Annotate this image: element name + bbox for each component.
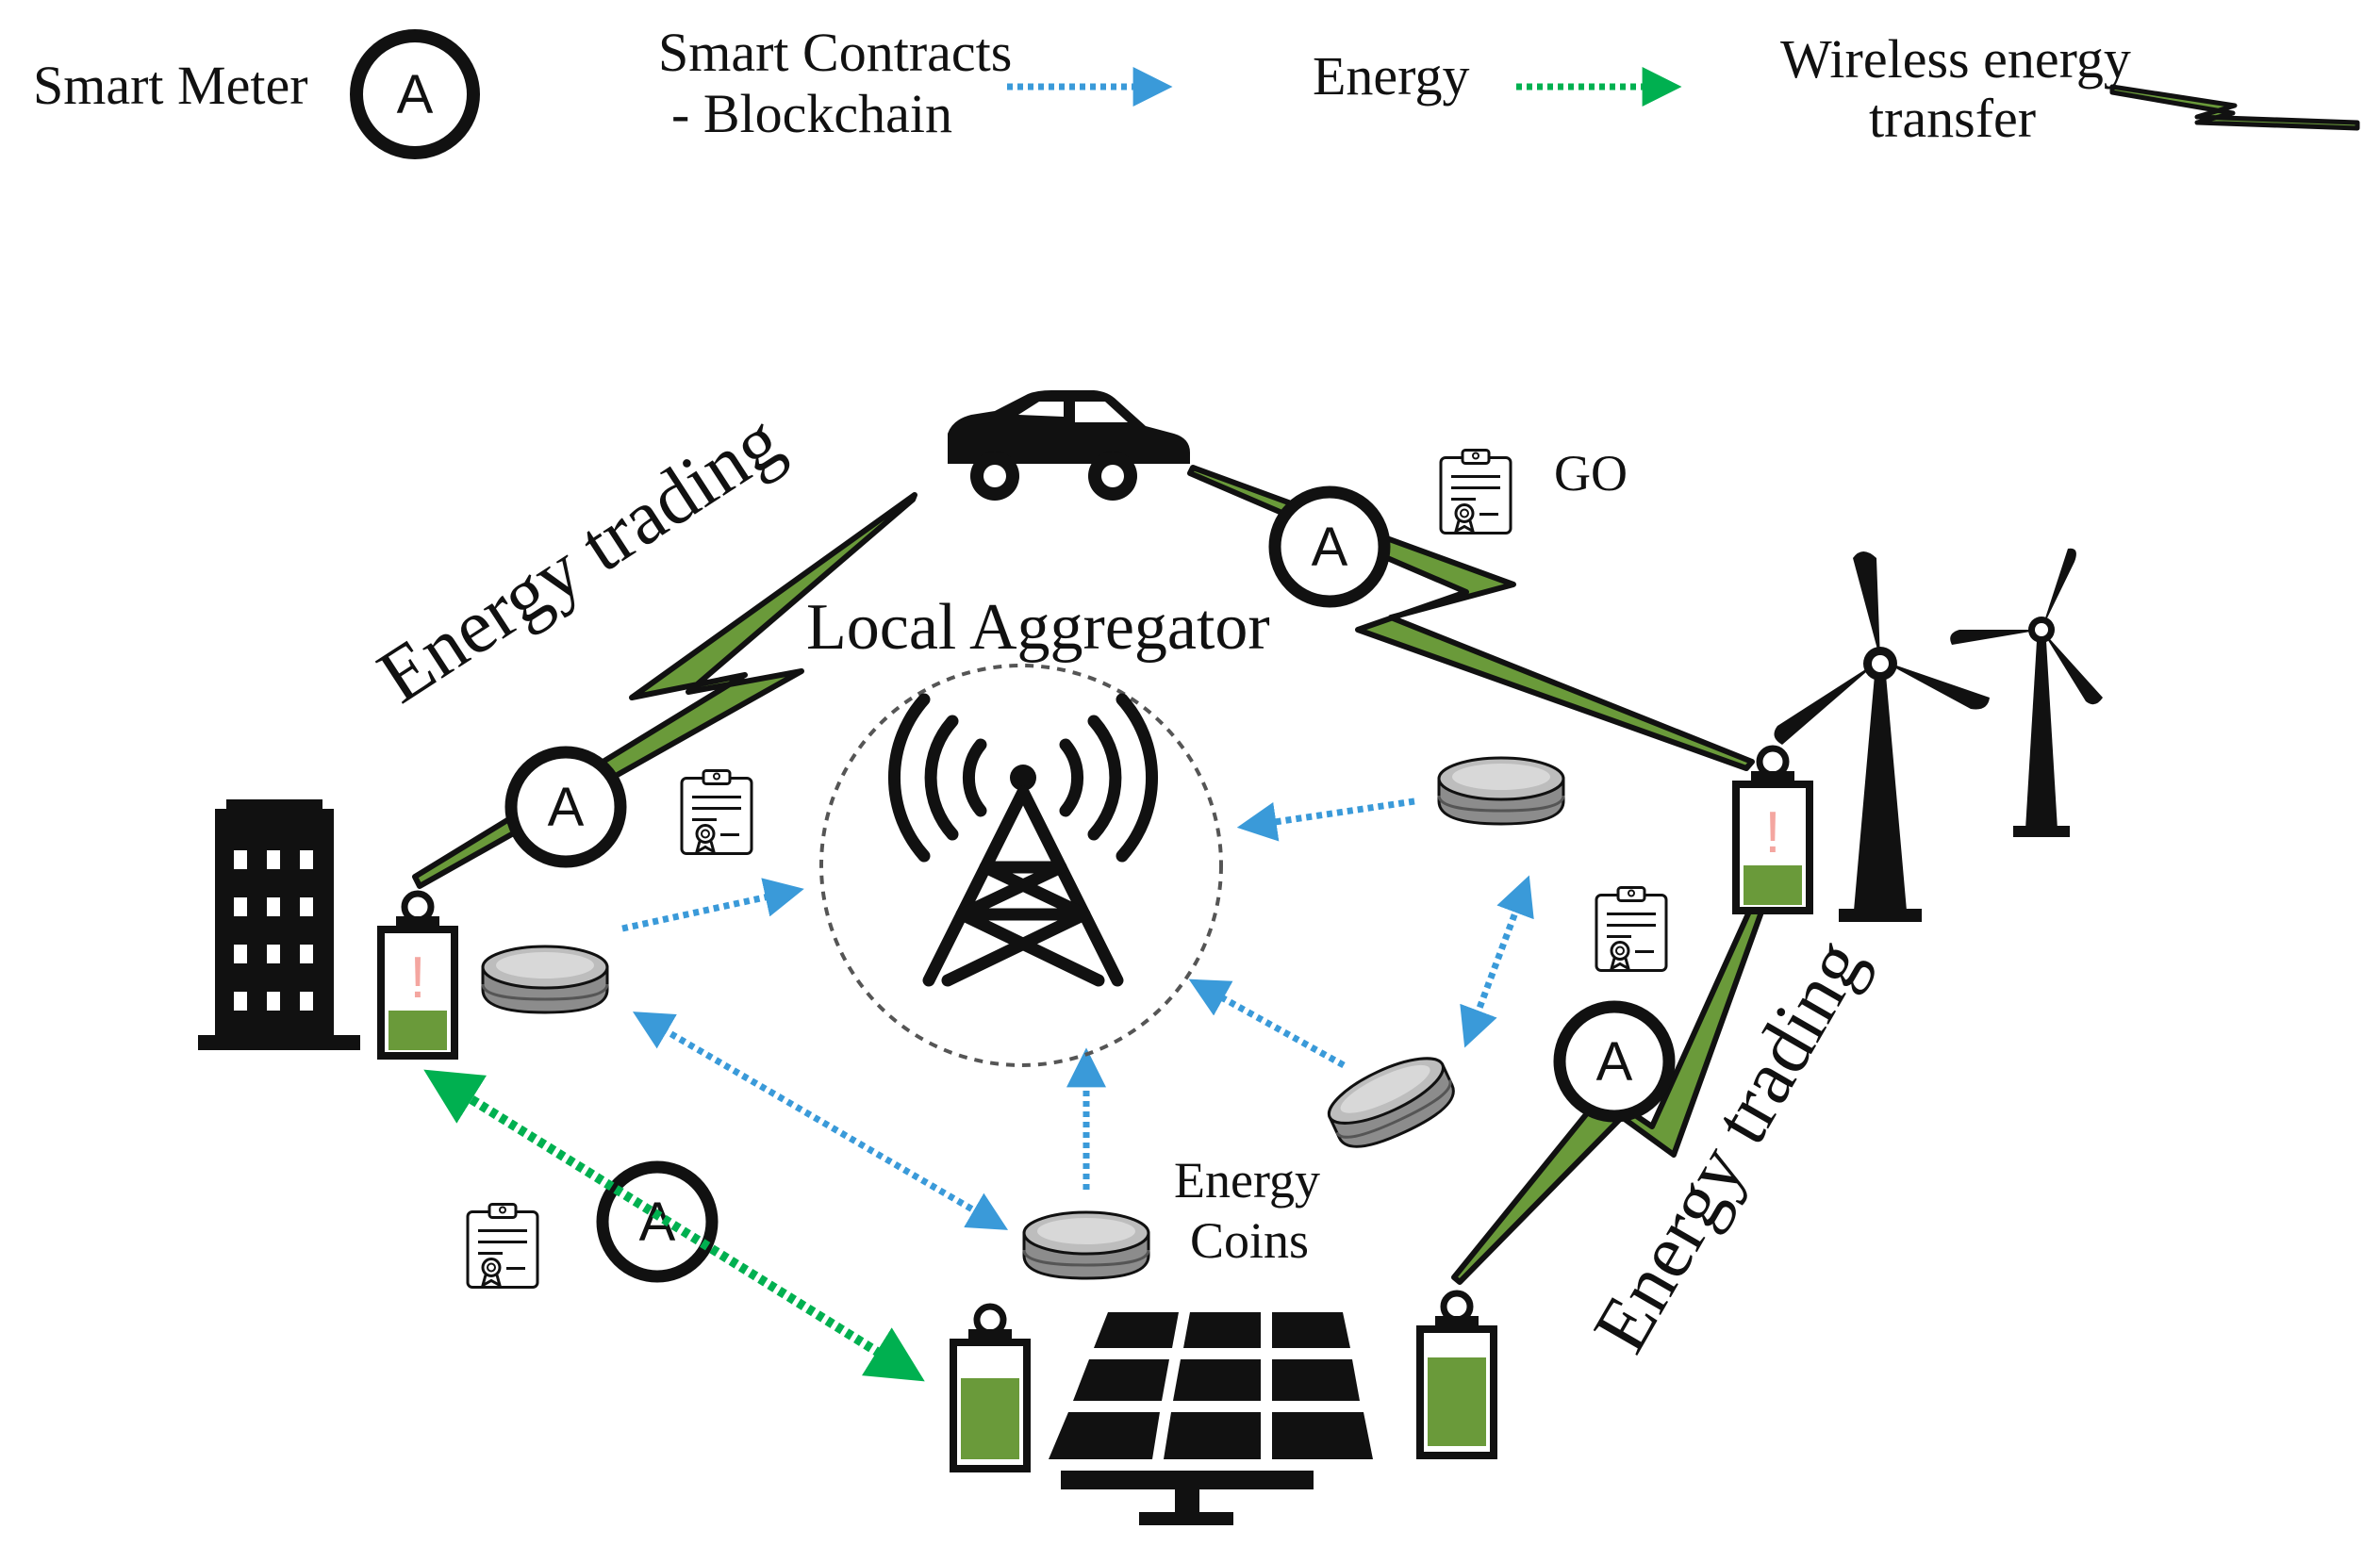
energy-coins-label-line1: Energy: [1174, 1152, 1320, 1209]
wireless-bolt-bottom-right: [1451, 888, 1771, 1285]
battery-icon-wind: !: [1736, 748, 1810, 911]
legend-wireless-bolt-icon: [2109, 84, 2360, 131]
go-label: GO: [1554, 445, 1628, 502]
energy-coin-icon-building: [481, 945, 609, 1014]
energy-trading-label-left: Energy trading: [363, 397, 796, 719]
solar-panel-icon: [1049, 1312, 1373, 1525]
certificate-icon-right: [1595, 885, 1668, 973]
legend-wireless-line2: transfer: [1869, 88, 2036, 149]
alert-mark-wind: !: [1764, 800, 1780, 865]
legend-meter-icon: A: [350, 29, 480, 159]
blockchain-arrows: [621, 798, 1534, 1230]
legend-smart-contracts-line2: - Blockchain: [671, 83, 952, 144]
legend: Smart Meter A Smart Contracts - Blockcha…: [33, 22, 2360, 159]
arrow-coins-right-exchange: [1460, 875, 1534, 1048]
certificate-icon-bottom-left: [466, 1202, 539, 1290]
energy-arrow-building-solar: [423, 1069, 925, 1382]
car-icon: [948, 390, 1190, 501]
meter-letter-bottom-right: A: [1596, 1031, 1633, 1093]
certificate-icon-go: [1439, 448, 1512, 535]
smart-meter-icon-top-right: A: [1268, 485, 1391, 608]
aggregator-boundary: [819, 664, 1223, 1067]
wind-turbine-icon-large: [1774, 551, 1990, 922]
building-icon: [198, 799, 360, 1050]
alert-mark-building: !: [409, 946, 425, 1011]
arrow-building-to-tower: [621, 878, 804, 932]
wind-turbine-icon-small: [1950, 548, 2103, 837]
arrow-coin-bottom-building: [632, 1011, 1009, 1230]
energy-coin-icon-bottom: [1022, 1210, 1150, 1280]
battery-icon-bottom-right: [1420, 1293, 1494, 1456]
certificate-icon-building: [680, 768, 753, 856]
legend-energy-label: Energy: [1313, 45, 1469, 107]
local-aggregator-label: Local Aggregator: [806, 591, 1270, 664]
energy-coin-icon-right: [1437, 756, 1565, 826]
meter-letter-bottom-left: A: [639, 1192, 676, 1253]
energy-coins-label-line2: Coins: [1190, 1212, 1309, 1269]
arrow-coin-lowright-to-tower: [1188, 979, 1346, 1069]
battery-icon-solar: [953, 1307, 1027, 1469]
meter-letter-top-right: A: [1312, 517, 1348, 578]
arrow-coin-right-to-tower: [1236, 798, 1415, 842]
legend-wireless-line1: Wireless energy: [1780, 28, 2131, 90]
radio-tower-icon: [887, 693, 1159, 987]
legend-smart-contracts-line1: Smart Contracts: [658, 22, 1012, 83]
meter-letter-left: A: [548, 777, 585, 838]
legend-meter-letter: A: [397, 64, 434, 125]
legend-smart-meter-label: Smart Meter: [33, 55, 308, 116]
smart-meter-icon-bottom-left: A: [596, 1160, 719, 1283]
battery-icon-building: !: [381, 894, 455, 1056]
smart-meter-icon-bottom-right: A: [1553, 1000, 1676, 1123]
smart-meter-icon-left: A: [504, 746, 627, 868]
wireless-bolt-left: [412, 492, 917, 889]
